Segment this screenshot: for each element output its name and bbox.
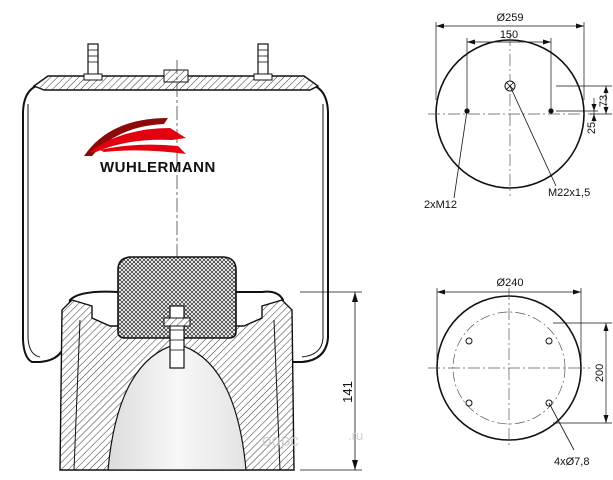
top-view-diameter-label: Ø259 (497, 12, 524, 24)
watermark-suffix: .ru (348, 428, 363, 443)
logo-swoosh-dark (84, 118, 168, 156)
watermark: oopc .ru (262, 428, 363, 450)
top-view: Ø259 150 25 73 2xM12 M22x1,5 (424, 12, 612, 211)
bottom-view: Ø240 200 4xØ7,8 (428, 277, 612, 468)
top-view-stud-right (548, 108, 554, 114)
rubber-bumper (117, 256, 237, 339)
mounting-stud-right (253, 43, 273, 81)
top-view-studs-label: 2xM12 (424, 199, 457, 211)
side-view: WUHLERMANN 141 oopc .ru (22, 43, 363, 471)
bottom-view-holes-label: 4xØ7,8 (554, 456, 589, 468)
bellows-outline (22, 83, 329, 363)
bottom-view-hole-spacing-label: 200 (594, 364, 606, 382)
top-plate (32, 75, 320, 91)
watermark-text: oopc (262, 431, 299, 450)
logo-swoosh-red-2 (100, 144, 186, 154)
bottom-view-hole-top-left (465, 337, 473, 345)
bellows-inner-line (27, 104, 324, 358)
mounting-stud-left (83, 43, 103, 81)
top-plate-center-boss (163, 69, 189, 83)
brand-logo-text: WUHLERMANN (100, 159, 216, 176)
piston-center-bolt (163, 305, 191, 369)
bottom-view-hole-bottom-left (465, 399, 473, 407)
bottom-view-hole-top-right (545, 337, 553, 345)
top-view-stud-spacing-label: 150 (500, 29, 518, 41)
piston-inner-wall (73, 319, 281, 471)
height-dimension: 141 (300, 291, 362, 471)
brand-logo: WUHLERMANN (84, 118, 216, 176)
bottom-view-diameter-label: Ø240 (497, 277, 524, 289)
top-view-offset-large-label: 73 (598, 95, 610, 107)
top-view-offset-small-label: 25 (586, 122, 598, 134)
top-view-air-fitting-label: M22x1,5 (548, 187, 590, 199)
logo-swoosh-red (90, 128, 186, 152)
height-dimension-label: 141 (340, 381, 355, 403)
